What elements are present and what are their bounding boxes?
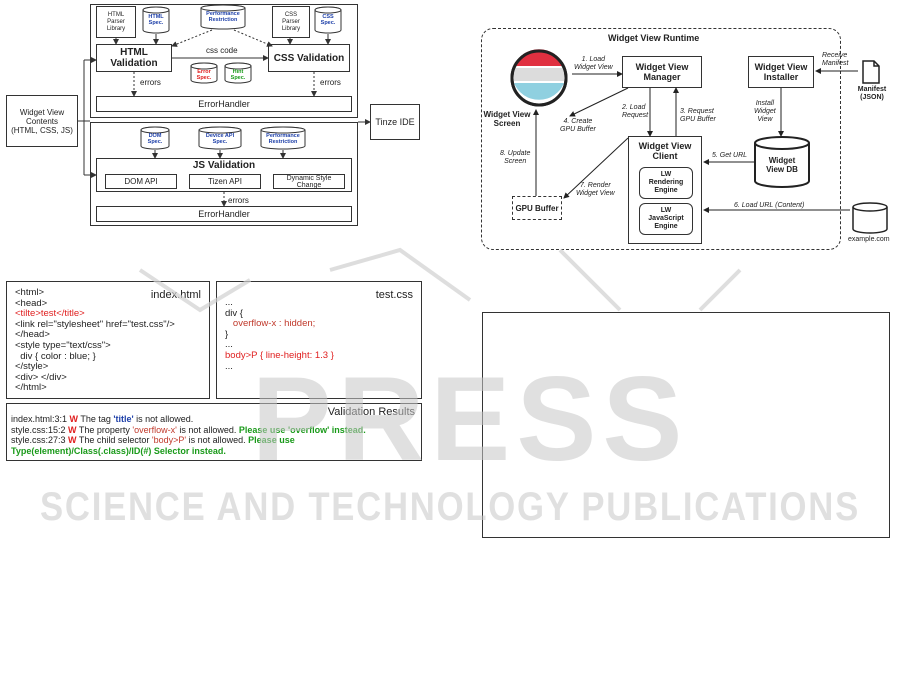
step-5-label: 5. Get URL — [712, 152, 748, 159]
example-com-server-icon — [852, 202, 888, 234]
errors-label-3: errors — [228, 196, 249, 205]
step-6-label: 6. Load URL (Content) — [734, 202, 805, 209]
errors-label-2: errors — [320, 78, 341, 87]
test-css-panel: test.css ... div { overflow-x : hidden; … — [216, 281, 422, 399]
validation-row-3: style.css:27:3 W The child selector 'bod… — [11, 435, 295, 445]
validation-results-panel: Validation Results index.html:3:1 W The … — [6, 403, 422, 461]
error-handler-box: ErrorHandler — [96, 96, 352, 112]
css-code-label: css code — [206, 46, 238, 55]
runtime-boundary — [481, 28, 841, 250]
runtime-title: Widget View Runtime — [608, 33, 700, 43]
index-html-title: index.html — [150, 289, 201, 301]
manifest-label: Manifest(JSON) — [857, 86, 887, 101]
dom-api-box: DOM API — [105, 174, 177, 189]
empty-figure-frame — [482, 312, 890, 538]
manifest-document-icon — [862, 60, 880, 84]
label: Tinze IDE — [375, 117, 415, 127]
test-css-title: test.css — [375, 289, 413, 301]
left-diagram-connectors — [78, 29, 371, 207]
js-validation-box: JS Validation DOM API Tizen API Dynamic … — [96, 158, 352, 192]
css-validation-box: CSS Validation — [268, 44, 350, 72]
label: Widget View — [19, 107, 65, 117]
example-com-label: example.com — [848, 236, 890, 243]
validation-title: Validation Results — [327, 406, 415, 418]
validation-row-1: index.html:3:1 W The tag 'title' is not … — [11, 414, 194, 424]
errors-label-1: errors — [140, 78, 161, 87]
label: Contents — [25, 116, 59, 126]
label: (HTML, CSS, JS) — [11, 125, 73, 135]
right-diagram-connectors — [533, 68, 858, 213]
index-html-panel: index.html <html> <head> <tilte>test</ti… — [6, 281, 210, 399]
gpu-buffer-box: GPU Buffer — [512, 196, 562, 220]
tizen-api-box: Tizen API — [189, 174, 261, 189]
widget-view-screen-icon — [510, 49, 568, 107]
widget-contents-box: Widget View Contents (HTML, CSS, JS) — [6, 95, 78, 147]
validation-row-4: Type(element)/Class(.class)/ID(#) Select… — [11, 445, 226, 456]
validation-row-2: style.css:15:2 W The property 'overflow-… — [11, 424, 366, 435]
